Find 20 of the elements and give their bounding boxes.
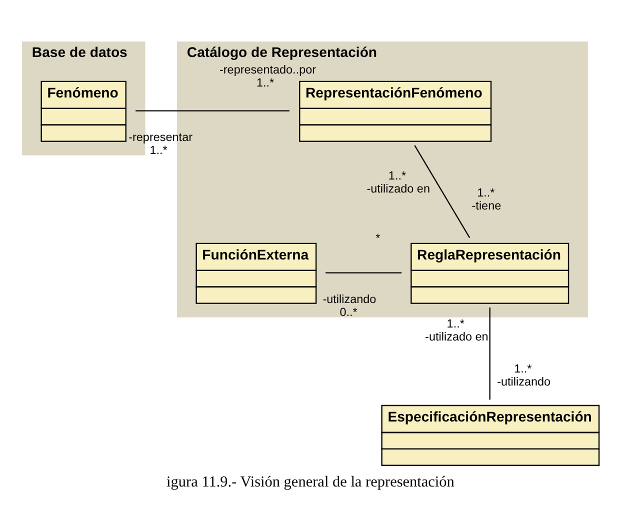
label: 1..* <box>446 317 464 330</box>
caption: igura 11.9.- Visión general de la representación <box>166 472 454 490</box>
connector <box>489 306 490 400</box>
label: 0..* <box>340 305 358 318</box>
connector <box>414 144 470 238</box>
label: -representado..por <box>220 63 316 76</box>
label: 1..* <box>514 362 532 376</box>
label: 1..* <box>477 186 495 200</box>
connector <box>326 272 402 273</box>
label: * <box>376 232 380 245</box>
label: 1..* <box>388 168 406 182</box>
label: -utilizado en <box>366 182 430 195</box>
label: -utilizando <box>322 292 376 306</box>
label: 1..* <box>150 143 168 156</box>
connector <box>136 110 290 111</box>
label: -tiene <box>472 199 502 212</box>
label: -representar <box>128 130 193 144</box>
label: -utilizado en <box>425 330 488 343</box>
label: 1..* <box>256 76 274 90</box>
label: -utilizando <box>497 375 551 388</box>
